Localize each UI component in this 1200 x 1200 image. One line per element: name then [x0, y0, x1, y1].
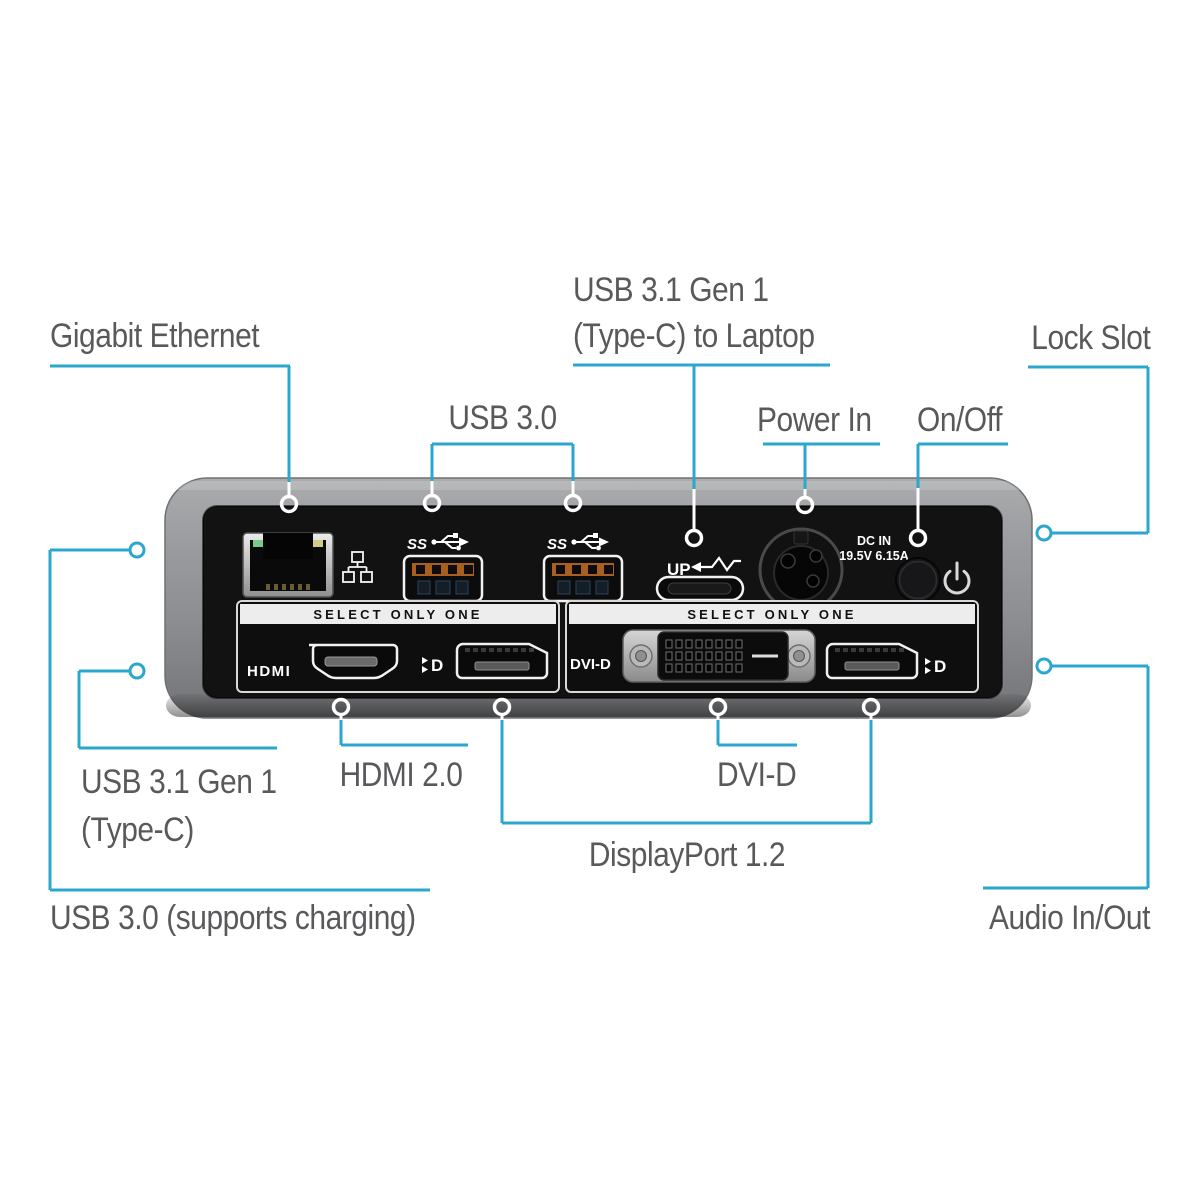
callout-lines-cyan: [48, 363, 1150, 892]
up-label: UP: [667, 560, 691, 579]
displayport-port-left: [455, 642, 549, 680]
label-usb-c-side-line1: USB 3.1 Gen 1: [81, 763, 277, 801]
callout-endpoints-cyan: [128, 524, 1053, 680]
cable-arrow-icon: [691, 556, 741, 572]
video-group-left: SELECT ONLY ONE HDMI: [236, 600, 560, 693]
dc-in-text-line1: DC IN: [857, 534, 891, 548]
ss-label-1: SS: [407, 536, 427, 553]
dc-in-port: [758, 527, 844, 613]
label-gigabit-ethernet: Gigabit Ethernet: [50, 317, 260, 355]
ethernet-port: [242, 532, 334, 598]
hdmi-logo: HDMI: [247, 663, 291, 680]
displayport-port-right: [825, 642, 919, 680]
label-displayport-12: DisplayPort 1.2: [588, 836, 786, 874]
usb-a-port-2: [542, 554, 624, 603]
ethernet-led-amber: [305, 540, 323, 547]
label-hdmi-20: HDMI 2.0: [339, 756, 463, 794]
callout-endpoints-white: [279, 493, 928, 717]
label-on-off: On/Off: [917, 401, 1002, 439]
ss-label-2: SS: [547, 536, 567, 553]
label-usb-30-top: USB 3.0: [448, 399, 557, 437]
label-usb-c-laptop-line2: (Type-C) to Laptop: [573, 317, 815, 355]
label-dvi-d: DVI-D: [717, 756, 797, 794]
power-button: [895, 557, 941, 603]
label-usb-c-laptop-line1: USB 3.1 Gen 1: [573, 271, 769, 309]
power-symbol-icon: [943, 561, 971, 595]
dock-device: SS SS UP DC IN 19.5V 6.15A: [164, 477, 1033, 719]
label-lock-slot: Lock Slot: [1030, 319, 1151, 357]
callout-lines-white: [287, 481, 920, 720]
shell-bottom-shade: [166, 694, 1031, 717]
dvi-port-label: DVI-D: [570, 656, 611, 673]
usb-c-port: [655, 575, 745, 602]
shell-highlight: [172, 481, 1025, 490]
label-usb-30-charging: USB 3.0 (supports charging): [50, 899, 416, 937]
video-group-right: SELECT ONLY ONE DVI-D: [565, 600, 979, 693]
label-power-in: Power In: [757, 401, 872, 439]
usb-a-port-1: [402, 554, 484, 603]
select-only-one-left: SELECT ONLY ONE: [313, 607, 482, 622]
dc-in-text-line2: 19.5V 6.15A: [839, 549, 909, 563]
label-usb-c-side-line2: (Type-C): [81, 811, 194, 849]
hdmi-port: [309, 643, 399, 680]
ethernet-led-green: [253, 540, 271, 547]
label-audio-in-out: Audio In/Out: [988, 899, 1150, 937]
dvi-port: [622, 629, 816, 683]
select-only-one-right: SELECT ONLY ONE: [687, 607, 856, 622]
